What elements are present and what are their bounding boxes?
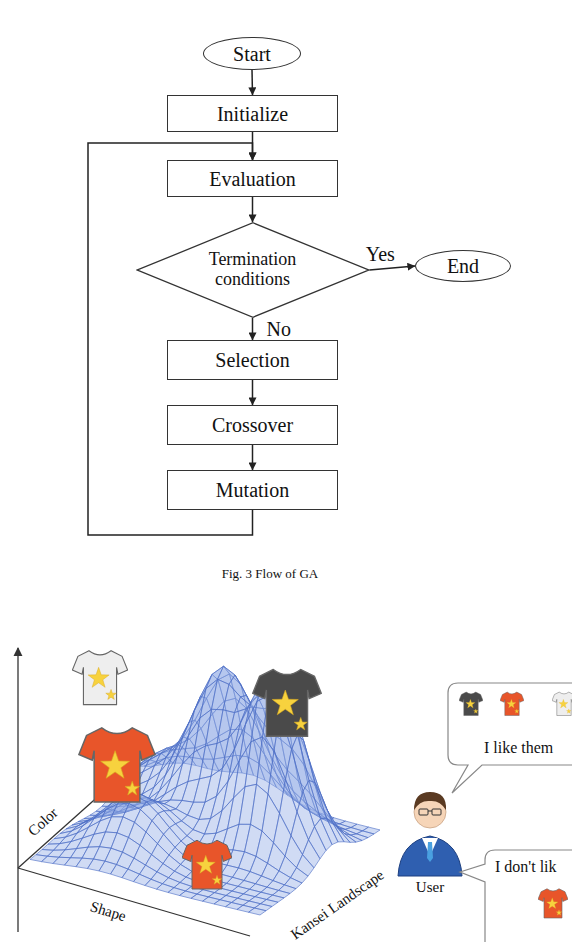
edge-label: No: [265, 318, 293, 340]
terminal-ellipse: Start: [203, 37, 301, 70]
figure-label: User: [415, 879, 445, 896]
flow-arrow: [252, 380, 254, 405]
node-label: Mutation: [216, 479, 289, 501]
node-label: Termination conditions: [188, 250, 318, 290]
user-figure: [398, 792, 462, 876]
node-label: Evaluation: [209, 168, 296, 190]
mesh-cell: [249, 908, 267, 915]
node-label: Start: [233, 43, 271, 65]
speech-bubbles: [448, 683, 572, 942]
node-label: End: [447, 255, 479, 277]
axes: [18, 648, 250, 936]
flow-arrow: [370, 266, 416, 270]
shirts-on-landscape: [72, 651, 321, 889]
axis-label: Shape: [87, 898, 129, 926]
flow-arrow: [251, 70, 253, 95]
node-label: Crossover: [212, 414, 293, 436]
flow-arrow: [252, 197, 254, 222]
process-box: Crossover: [167, 405, 338, 445]
speech-text: I don't lik: [495, 858, 557, 876]
axis-label: Color: [24, 804, 62, 841]
node-label: Selection: [215, 349, 289, 371]
decision-diamond: Termination conditions: [136, 222, 370, 318]
process-box: Selection: [167, 340, 338, 380]
process-box: Evaluation: [167, 160, 338, 197]
speech-bubble: I like them: [448, 683, 572, 765]
terminal-ellipse: End: [415, 250, 511, 282]
node-label: Initialize: [217, 103, 288, 125]
process-box: Mutation: [167, 470, 338, 510]
landscape-mesh: [30, 666, 380, 915]
figure-caption: Fig. 3 Flow of GA: [222, 566, 318, 582]
surface-label: Kansei Landscape: [287, 866, 388, 942]
flow-arrow: [252, 445, 254, 470]
flow-arrow: [252, 318, 254, 340]
process-box: Initialize: [167, 95, 338, 132]
speech-text: I like them: [484, 739, 553, 757]
speech-bubble: I don't lik: [485, 850, 572, 942]
edge-label: Yes: [364, 243, 397, 265]
